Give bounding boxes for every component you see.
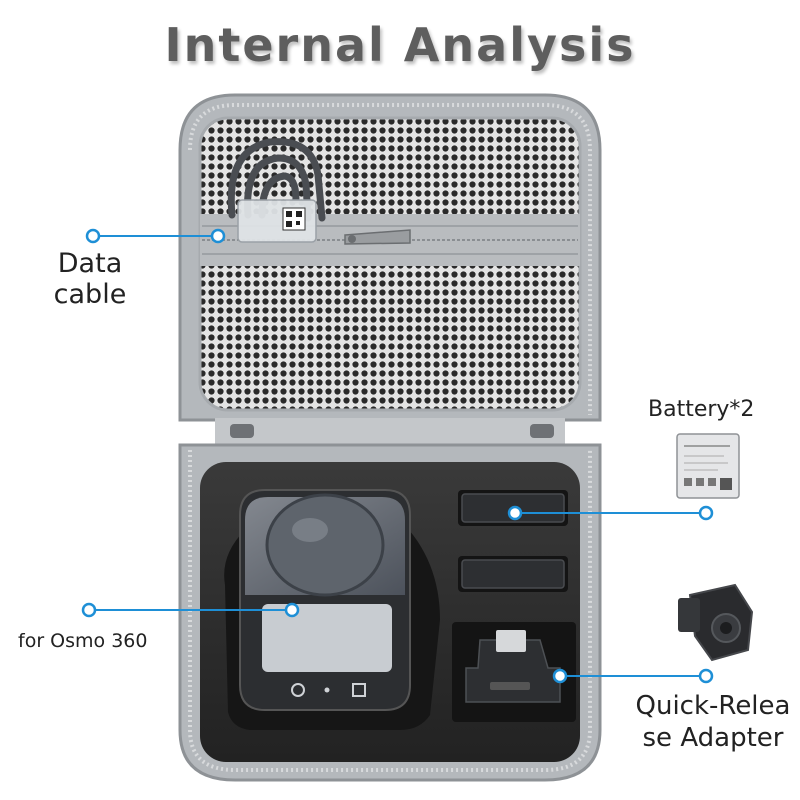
callout-dot-adapter-end <box>698 668 714 684</box>
label-data-cable-line2: cable <box>53 279 127 310</box>
callout-dot-camera-start <box>81 602 97 618</box>
case-hinge <box>215 418 565 446</box>
label-data-cable: Data cable <box>50 248 130 310</box>
callout-dot-camera-end <box>284 602 300 618</box>
camera-screen <box>262 604 392 672</box>
callout-lines <box>95 235 700 677</box>
callout-dot-battery-start <box>507 505 523 521</box>
adapter-product-image <box>678 583 754 662</box>
page-title: Internal Analysis <box>164 18 636 72</box>
label-data-cable-line1: Data <box>57 248 123 279</box>
callout-dot-data-end <box>210 228 226 244</box>
coiled-cable-icon <box>227 138 326 222</box>
battery-product-image <box>676 433 740 499</box>
callout-dot-data-start <box>85 228 101 244</box>
callout-dot-battery-end <box>698 505 714 521</box>
circle-button-icon <box>291 683 305 697</box>
label-battery: Battery*2 <box>648 397 755 422</box>
square-button-icon <box>352 683 366 697</box>
label-adapter: Quick-Relea se Adapter <box>628 690 798 754</box>
lens-icon <box>265 493 385 597</box>
label-adapter-line2: se Adapter <box>642 723 784 753</box>
osmo-360-camera <box>239 489 411 711</box>
label-adapter-line1: Quick-Relea <box>635 691 791 721</box>
dot-button-icon <box>324 687 330 693</box>
quick-release-adapter <box>465 630 561 703</box>
zipper-pull-icon <box>344 229 411 245</box>
callout-dot-adapter-start <box>552 668 568 684</box>
callout-dots <box>81 228 714 684</box>
label-camera: for Osmo 360 <box>18 630 148 652</box>
battery-2 <box>461 559 565 589</box>
